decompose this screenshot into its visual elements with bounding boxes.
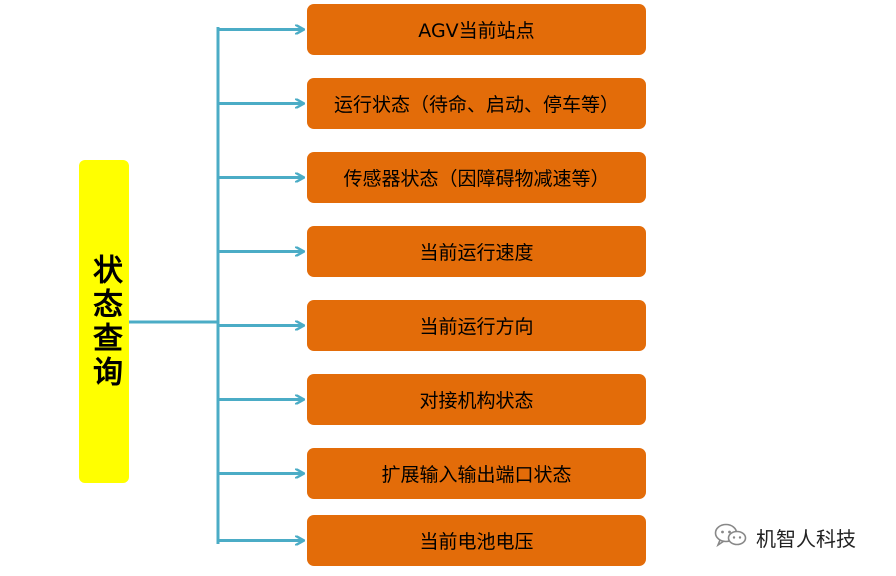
item-label: 运行状态（待命、启动、停车等） xyxy=(333,94,619,116)
item-current-direction: 当前运行方向 xyxy=(307,300,646,351)
item-docking-mechanism-status: 对接机构状态 xyxy=(307,374,646,425)
item-label: 传感器状态（因障碍物减速等） xyxy=(343,168,610,190)
root-node: 状态查询 xyxy=(79,160,129,483)
item-label: 当前电池电压 xyxy=(419,531,534,553)
wechat-icon xyxy=(714,522,748,552)
item-label: AGV当前站点 xyxy=(418,20,535,42)
root-label: 状态查询 xyxy=(87,253,122,390)
watermark: 机智人科技 xyxy=(714,522,856,552)
item-label: 当前运行速度 xyxy=(419,242,534,264)
item-agv-current-station: AGV当前站点 xyxy=(307,4,646,55)
item-io-port-status: 扩展输入输出端口状态 xyxy=(307,448,646,499)
item-running-status: 运行状态（待命、启动、停车等） xyxy=(307,78,646,129)
item-label: 对接机构状态 xyxy=(419,390,534,412)
item-label: 扩展输入输出端口状态 xyxy=(381,464,572,486)
item-current-speed: 当前运行速度 xyxy=(307,226,646,277)
item-sensor-status: 传感器状态（因障碍物减速等） xyxy=(307,152,646,203)
item-label: 当前运行方向 xyxy=(419,316,534,338)
item-battery-voltage: 当前电池电压 xyxy=(307,515,646,566)
watermark-text: 机智人科技 xyxy=(756,526,856,551)
